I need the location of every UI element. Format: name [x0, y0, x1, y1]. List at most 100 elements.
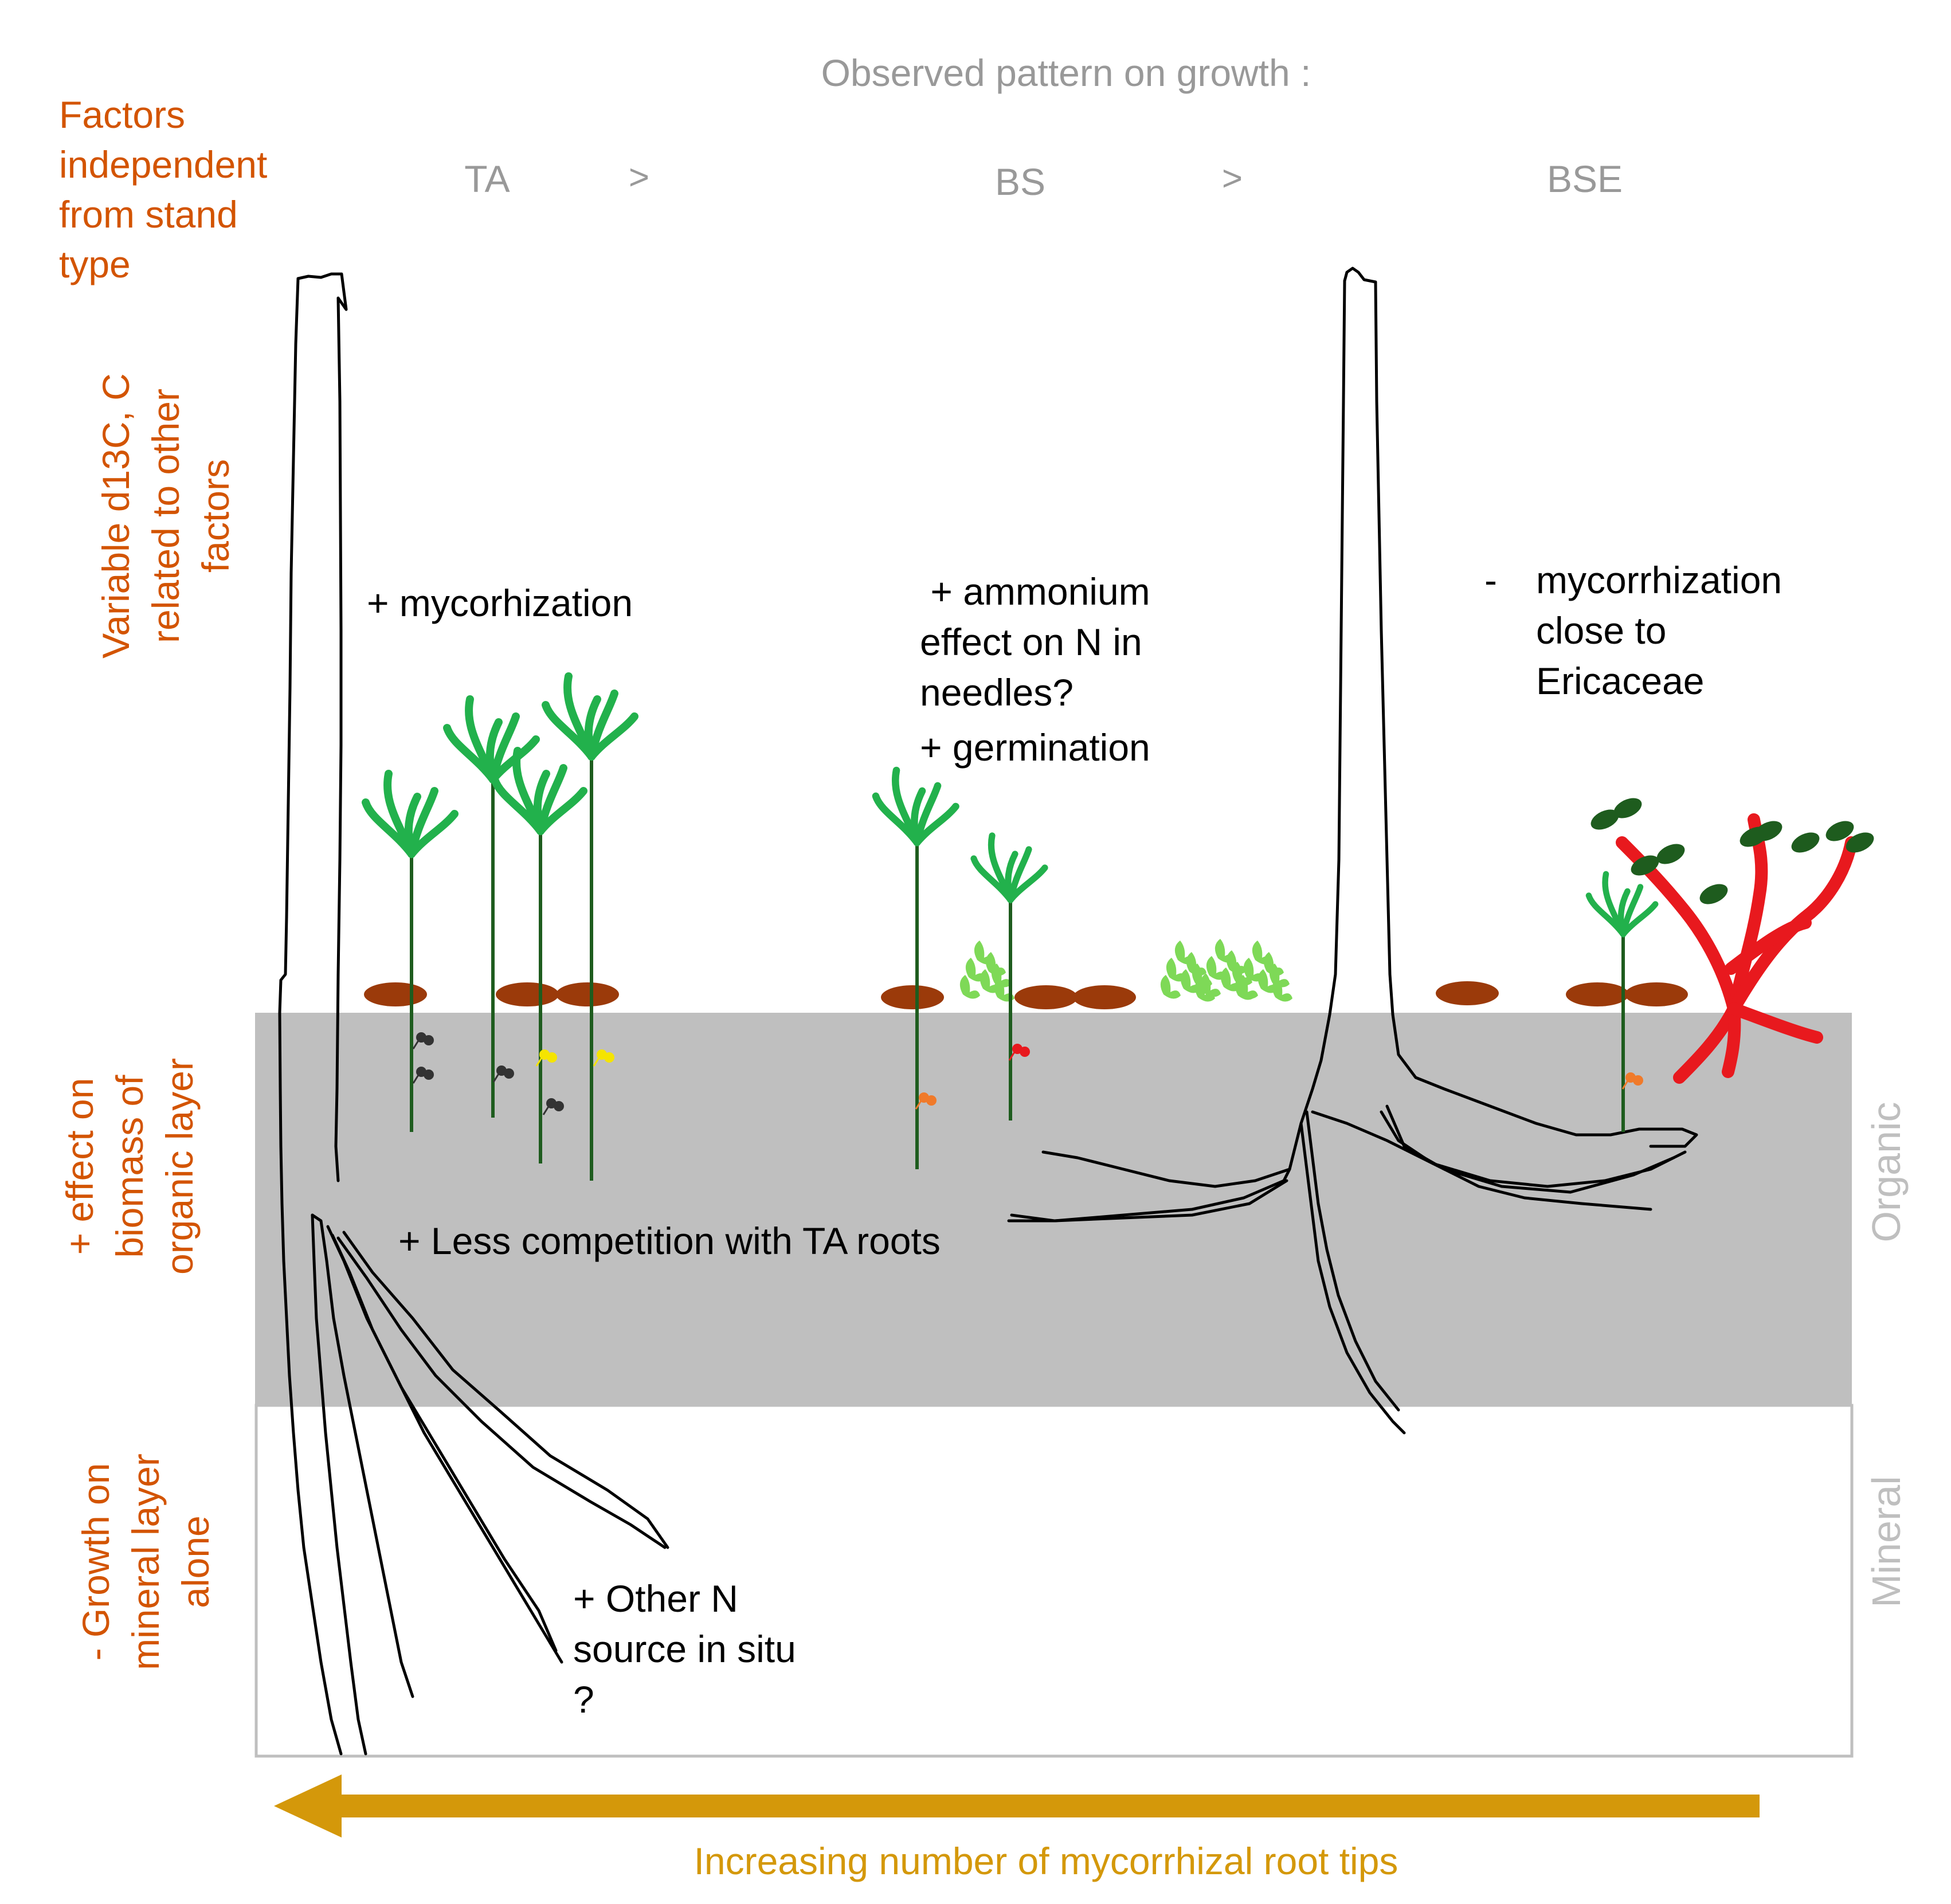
seed: [1014, 985, 1078, 1009]
seedling-needle: [911, 787, 926, 847]
moss-leaf: [1252, 941, 1272, 965]
factor-mineral-growth: - Growth on mineral layer alone: [75, 1454, 217, 1670]
bs-ammonium-note: + ammonium effect on N in needles? + ger…: [920, 570, 1150, 769]
ta-root-b2: [342, 1231, 669, 1549]
root-tip-lobe: [604, 1052, 614, 1063]
seedling-needle: [913, 802, 959, 847]
root-tip: [412, 1067, 434, 1084]
root-tip-lobe: [547, 1052, 557, 1063]
ericaceae-leaf: [1825, 821, 1854, 841]
root-tip: [1621, 1072, 1643, 1090]
factor-d13c-line: related to other: [144, 389, 187, 643]
seed: [1073, 985, 1136, 1009]
factor-mineral-line: - Growth on: [75, 1463, 117, 1661]
root-tip-lobe: [1020, 1047, 1030, 1057]
root-tip: [593, 1049, 614, 1067]
bse-root-left-3: [1010, 1179, 1288, 1223]
seed: [556, 982, 619, 1006]
bs-note-line: needles?: [920, 671, 1074, 714]
factors-heading-line: from stand: [59, 193, 238, 236]
pine-seedling: [970, 832, 1048, 1121]
organic-layer-label: Organic: [1864, 1102, 1909, 1242]
bse-root-left-2: [1041, 1150, 1291, 1188]
root-tip: [412, 1032, 434, 1049]
bse-note-dash: -: [1484, 559, 1497, 601]
bse-note-line: mycorrhization: [1536, 559, 1782, 601]
bse-mycorrhization-note: - mycorrhization close to Ericaceae: [1484, 559, 1782, 702]
arrow-head: [274, 1774, 342, 1838]
factor-mineral-line: alone: [174, 1515, 217, 1608]
moss-leaf: [1174, 941, 1195, 965]
other-n-line: ?: [573, 1678, 594, 1721]
moss-leaf: [1272, 978, 1292, 1002]
factor-organic-line: biomass of: [108, 1075, 151, 1258]
bse-note-line: Ericaceae: [1536, 660, 1705, 702]
seedling-needle: [404, 793, 421, 858]
factor-d13c: Variable d13C, C related to other factor…: [95, 373, 237, 659]
ta-taproot-1: [311, 1213, 367, 1756]
root-tip-lobe: [424, 1035, 434, 1045]
ta-trunk-top: [296, 272, 348, 311]
bse-root-center: [1299, 1122, 1406, 1435]
observed-pattern-heading: Observed pattern on growth :: [821, 52, 1311, 94]
seed: [364, 982, 427, 1006]
ericaceae-leaf: [1656, 844, 1685, 864]
seed: [1566, 982, 1629, 1006]
arrow-label: Increasing number of mycorrhizal root ti…: [694, 1840, 1398, 1882]
moss-leaf: [1237, 975, 1258, 999]
seedling-needle: [587, 712, 638, 761]
seedling-needle: [536, 787, 587, 835]
pine-seedling: [443, 695, 540, 1118]
less-competition-note: + Less competition with TA roots: [398, 1220, 941, 1262]
ta-mycorhization-note: + mycorhization: [367, 582, 633, 624]
gt-sign-1: >: [629, 158, 649, 197]
root-tip: [1008, 1044, 1030, 1061]
ta-taproot-2: [311, 1213, 414, 1698]
ericaceae-leaf: [1631, 855, 1659, 876]
root-tip-lobe: [1633, 1075, 1643, 1086]
ta-trunk-left-edge: [278, 277, 343, 1756]
ericaceae-leaf: [1846, 832, 1874, 853]
ericaceae-leaf: [1791, 832, 1820, 853]
root-tip: [492, 1065, 514, 1083]
ericaceae-plant: [1590, 798, 1874, 1084]
root-tip-hypha: [492, 1072, 500, 1083]
seedling-needle: [1007, 864, 1048, 903]
root-tip-hypha: [535, 1056, 543, 1067]
ericaceae-leaf: [1754, 821, 1782, 841]
bse-trunk-top: [1343, 267, 1377, 284]
ericaceae-leaf: [1590, 809, 1619, 830]
seedling-needle: [485, 718, 503, 783]
moss-clump: [1200, 939, 1255, 1000]
root-tip-hypha: [1621, 1079, 1629, 1090]
root-tip-hypha: [412, 1039, 420, 1049]
bse-root-right-1: [1311, 1110, 1652, 1211]
arrow-shaft: [338, 1795, 1760, 1817]
pine-seedling: [872, 766, 959, 1169]
stand-label-ta: TA: [464, 158, 510, 200]
seedling-needle: [1617, 888, 1631, 938]
bs-note-line: + ammonium: [920, 570, 1150, 613]
pine-seedling: [1585, 871, 1659, 1132]
moss-group: [959, 939, 1292, 1002]
stand-label-bs: BS: [995, 160, 1045, 203]
seed: [1625, 982, 1688, 1006]
seeds-group: [364, 981, 1688, 1009]
root-tip-hypha: [542, 1105, 550, 1115]
root-tip-lobe: [554, 1101, 564, 1111]
bs-note-line: + germination: [920, 726, 1150, 769]
factors-heading: Factors independent from stand type: [59, 93, 267, 285]
organic-layer: [255, 1013, 1852, 1405]
factor-mineral-line: mineral layer: [124, 1454, 167, 1670]
ericaceae-branch: [1727, 1002, 1823, 1044]
root-tip-lobe: [926, 1095, 937, 1106]
root-tip-hypha: [593, 1056, 601, 1067]
moss-leaf: [974, 941, 994, 965]
root-tip-lobe: [424, 1069, 434, 1080]
moss-leaf: [959, 975, 980, 999]
bse-root-center-2: [1305, 1110, 1400, 1412]
seedlings-group: [362, 672, 1659, 1181]
seed: [496, 982, 559, 1006]
